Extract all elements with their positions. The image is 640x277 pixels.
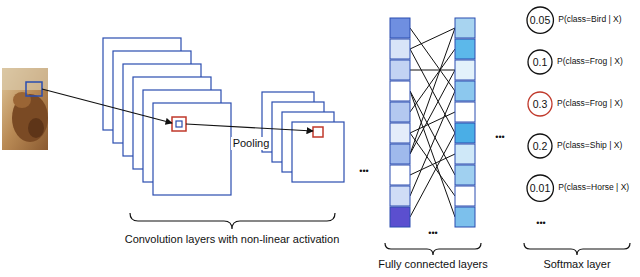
image-background [2, 68, 48, 90]
pooled-map [292, 122, 344, 182]
class-label: P(class=Ship | X) [557, 140, 622, 150]
probability-node: 0.05 P(class=Bird | X) [526, 6, 640, 34]
group-bracket [130, 213, 335, 229]
probability-value: 0.01 [526, 174, 554, 202]
neuron-unit [455, 60, 475, 80]
softmax-circle [528, 92, 552, 116]
group-bracket [524, 243, 630, 255]
neuron-unit [390, 102, 410, 122]
probability-node: 0.3 P(class=Frog | X) [527, 91, 640, 117]
neuron-unit [455, 207, 475, 227]
neuron-unit [390, 39, 410, 59]
group-label: Convolution layers with non-linear activ… [125, 233, 340, 246]
flow-arrow [186, 124, 313, 131]
probability-value: 0.1 [527, 49, 553, 75]
class-label: P(class=Frog | X) [557, 56, 623, 66]
class-label: P(class=Bird | X) [558, 14, 621, 24]
probability-value: 0.05 [526, 6, 554, 34]
ellipsis-dots: ••• [536, 218, 545, 229]
neuron-unit [455, 165, 475, 185]
animal-shadow [28, 118, 44, 138]
neuron-unit [390, 60, 410, 80]
neuron-unit [455, 123, 475, 143]
pool-cell [313, 127, 323, 137]
neuron-unit [390, 207, 410, 227]
weight-line [410, 49, 455, 112]
neuron-unit [390, 81, 410, 101]
probability-node: 0.1 P(class=Frog | X) [527, 49, 640, 75]
weight-line [410, 70, 455, 154]
neuron-unit [455, 102, 475, 122]
weight-line [410, 70, 455, 71]
softmax-circle [527, 7, 553, 33]
neuron-unit [455, 144, 475, 164]
receptive-field [26, 82, 42, 96]
neuron-unit [390, 18, 410, 38]
group-label: Fully connected layers [378, 258, 487, 271]
conv-window [172, 117, 186, 131]
softmax-circle [528, 134, 552, 158]
probability-node: 0.2 P(class=Ship | X) [527, 133, 640, 159]
class-label: P(class=Horse | X) [558, 182, 629, 192]
weight-line [410, 91, 455, 175]
neuron-unit [390, 144, 410, 164]
input-image [2, 68, 48, 150]
class-label: P(class=Frog | X) [557, 98, 623, 108]
ellipsis-dots: ••• [359, 166, 368, 177]
neuron-unit [455, 39, 475, 59]
ellipsis-dots: ••• [428, 228, 437, 239]
weight-line [410, 154, 455, 175]
neuron-unit [455, 81, 475, 101]
operation-label: Pooling [231, 137, 272, 150]
probability-node: 0.01 P(class=Horse | X) [526, 174, 640, 202]
neuron-unit [455, 18, 475, 38]
neuron-unit [390, 186, 410, 206]
animal-head [13, 92, 31, 108]
neuron-unit [390, 165, 410, 185]
weight-line [410, 112, 455, 133]
probability-value: 0.3 [527, 91, 553, 117]
group-label: Softmax layer [543, 258, 610, 271]
weight-line [410, 28, 455, 154]
weight-line [410, 91, 455, 217]
probability-value: 0.2 [527, 133, 553, 159]
weight-line [410, 133, 455, 217]
neuron-unit [455, 186, 475, 206]
feature-map [153, 103, 231, 195]
conv-output-cell [176, 121, 182, 127]
fully-connected-units [390, 18, 475, 227]
group-bracket [385, 243, 481, 255]
weight-line [410, 91, 455, 196]
neuron-unit [390, 123, 410, 143]
softmax-circle [527, 175, 553, 201]
flow-arrow [42, 89, 172, 123]
softmax-circle [528, 50, 552, 74]
ellipsis-dots: ••• [495, 132, 504, 143]
